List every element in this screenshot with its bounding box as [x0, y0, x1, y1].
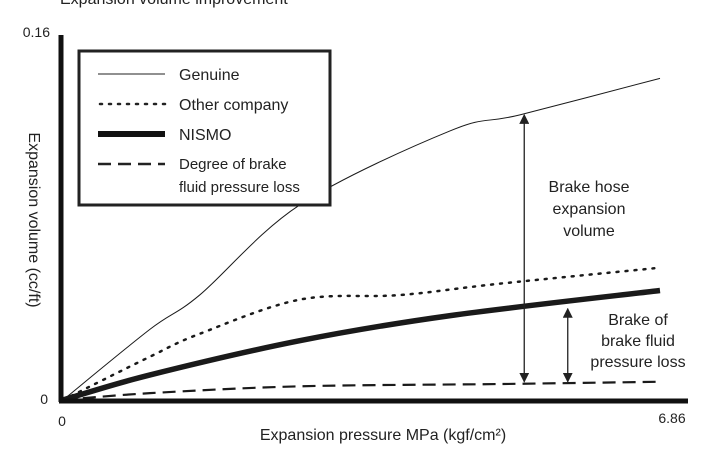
series-line-nismo [62, 287, 661, 403]
legend-label-genuine: Genuine [179, 67, 240, 84]
annotation-loss-line-1: Brake of [608, 312, 668, 329]
annotation-loss: Brake of brake fluid pressure loss [562, 307, 686, 383]
x-tick-zero: 0 [58, 413, 66, 429]
x-tick-max: 6.86 [658, 410, 685, 426]
annotation-loss-line-2: brake fluid [601, 333, 675, 350]
legend: Genuine Other company NISMO Degree of br… [77, 49, 332, 207]
legend-label-nismo: NISMO [179, 127, 231, 144]
annotation-loss-line-3: pressure loss [590, 354, 685, 371]
legend-label-other: Other company [179, 97, 288, 114]
legend-label-loss-1: Degree of brake [179, 156, 287, 173]
annotation-hose: Brake hose expansion volume [519, 113, 630, 383]
annotation-hose-line-2: expansion [553, 201, 626, 218]
x-axis-label: Expansion pressure MPa (kgf/cm²) [260, 427, 506, 444]
series-line-degree-of-brake-fluid-pressure-loss [62, 380, 661, 402]
y-axis-label: Expansion volume (cc/ft) [25, 132, 42, 307]
series-line-other-company [61, 266, 662, 402]
y-tick-top: 0.16 [23, 24, 50, 40]
chart-title: Expansion volume improvement [60, 0, 288, 8]
annotation-hose-line-1: Brake hose [549, 179, 630, 196]
annotation-hose-line-3: volume [563, 223, 615, 240]
legend-label-loss-2: fluid pressure loss [179, 179, 300, 196]
y-tick-zero: 0 [40, 391, 48, 407]
